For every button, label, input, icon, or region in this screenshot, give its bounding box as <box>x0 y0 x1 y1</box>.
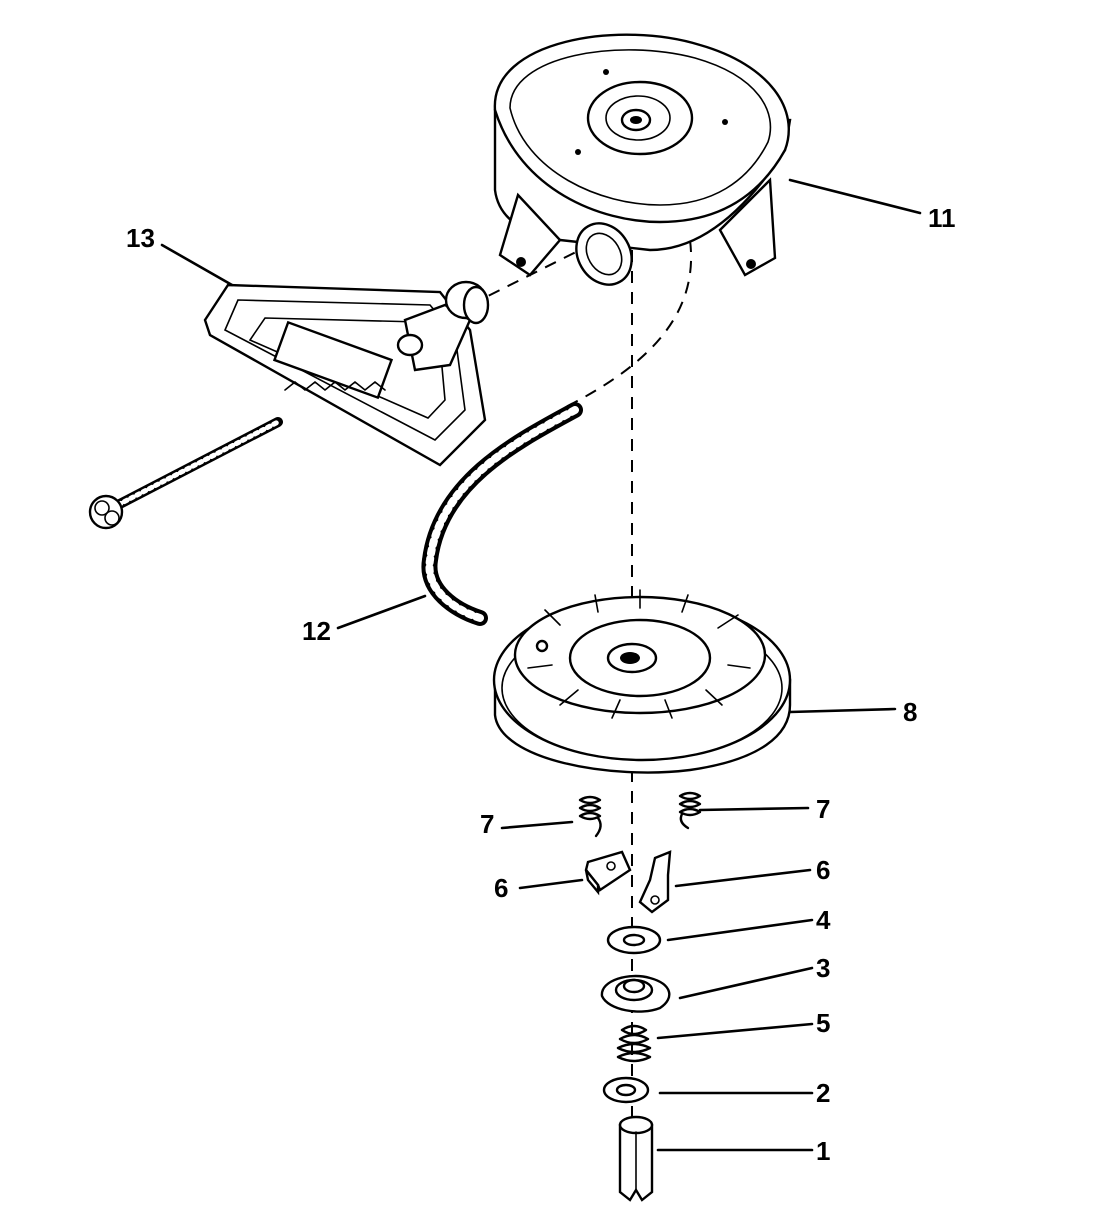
callout-1: 1 <box>816 1136 830 1166</box>
starter-handle <box>203 280 490 467</box>
starter-housing <box>493 33 792 286</box>
callout-12: 12 <box>302 616 331 646</box>
callout-6-left: 6 <box>494 873 508 903</box>
starter-rope <box>421 402 583 626</box>
callout-6-right: 6 <box>816 855 830 885</box>
pawl-spring-right <box>678 791 702 830</box>
washer-4 <box>606 925 662 955</box>
callout-2: 2 <box>816 1078 830 1108</box>
brake-spring <box>616 1024 652 1063</box>
callout-7-right: 7 <box>816 794 830 824</box>
pawl-right <box>638 850 672 914</box>
callout-3: 3 <box>816 953 830 983</box>
pulley <box>492 589 792 774</box>
callout-13: 13 <box>126 223 155 253</box>
leader-lines <box>160 178 922 1152</box>
callout-8: 8 <box>903 697 917 727</box>
callout-labels: 11 13 12 8 7 7 6 6 4 3 5 2 1 <box>126 203 956 1166</box>
callout-11: 11 <box>928 203 956 233</box>
retainer <box>600 974 671 1013</box>
washer-2 <box>602 1076 650 1104</box>
roll-pin <box>618 1115 654 1202</box>
pawl-left <box>584 850 632 896</box>
pawl-spring-left <box>578 795 602 838</box>
handle-rope-end <box>88 417 283 530</box>
callout-5: 5 <box>816 1008 830 1038</box>
callout-4: 4 <box>816 905 831 935</box>
callout-7-left: 7 <box>480 809 494 839</box>
